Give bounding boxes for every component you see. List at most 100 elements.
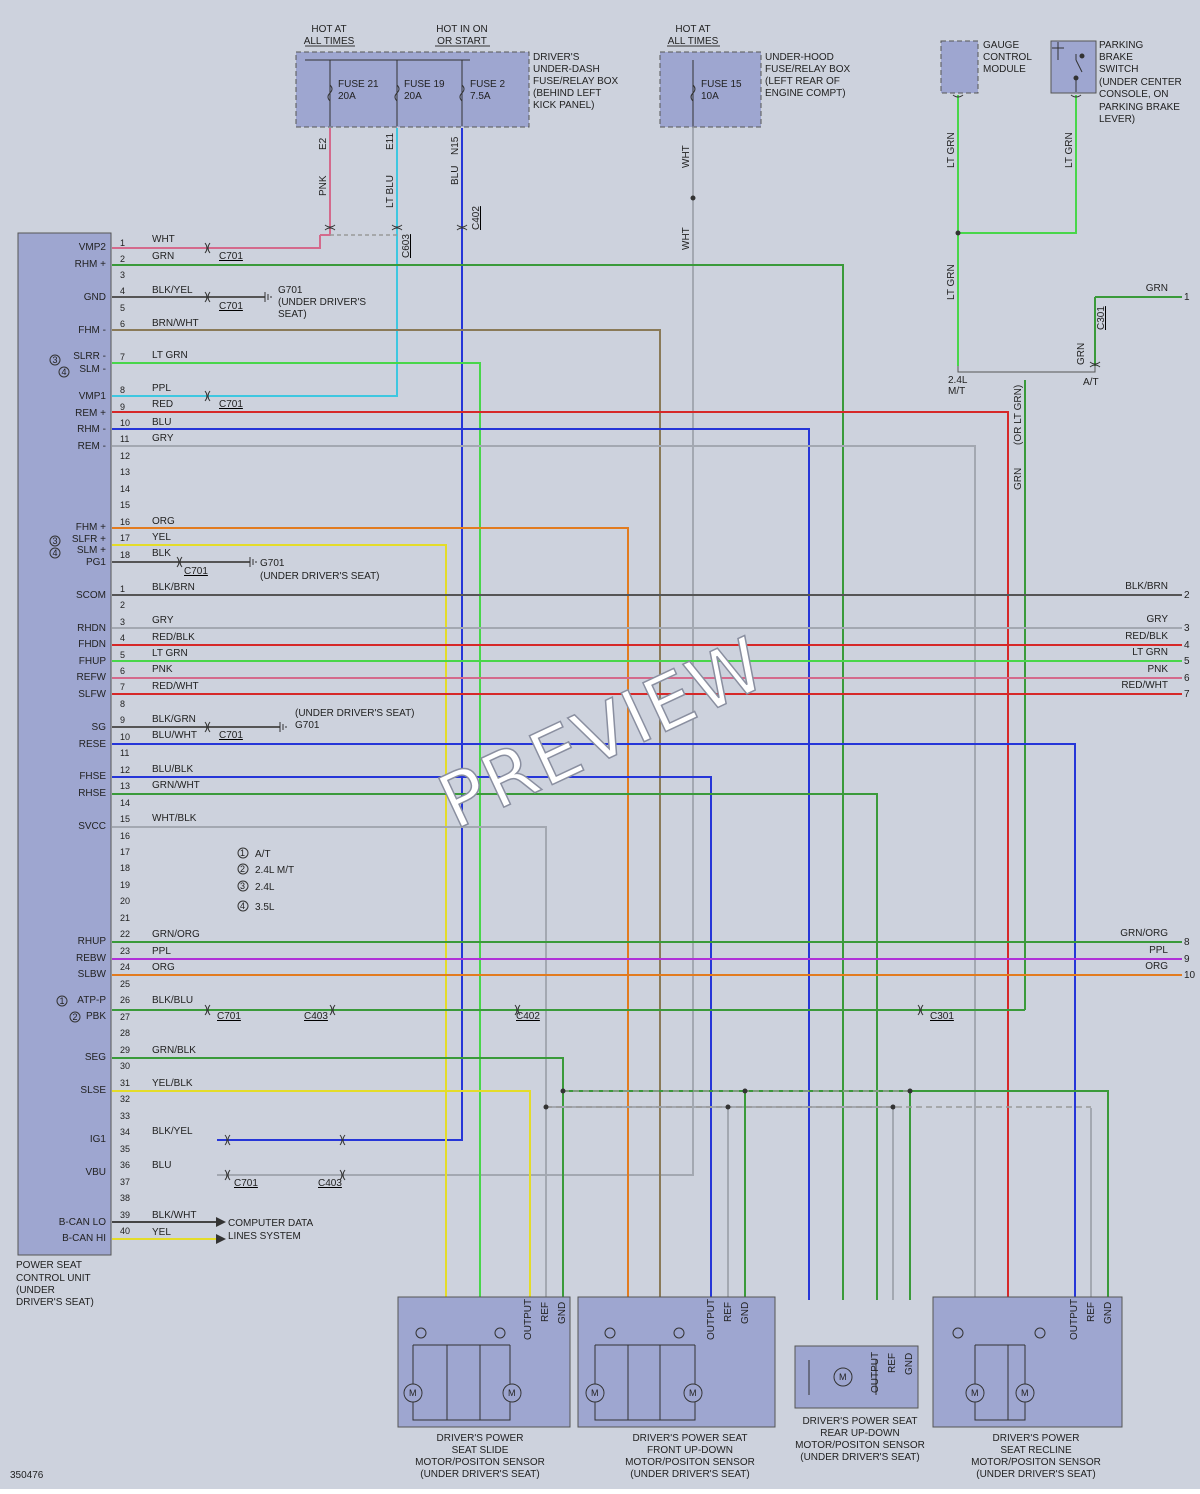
svg-text:OUTPUT: OUTPUT bbox=[523, 1299, 534, 1340]
svg-text:BRN/WHT: BRN/WHT bbox=[152, 318, 199, 329]
svg-text:RED: RED bbox=[152, 399, 173, 410]
signal-label: FHM - bbox=[78, 325, 106, 336]
pin-number: 2 bbox=[120, 254, 125, 264]
svg-text:OUTPUT: OUTPUT bbox=[870, 1352, 881, 1393]
svg-text:3: 3 bbox=[52, 355, 57, 365]
underdash-fuse-box bbox=[295, 51, 530, 128]
signal-label: VBU bbox=[85, 1167, 106, 1178]
right-wire-number: 4 bbox=[1184, 640, 1190, 651]
svg-text:UNDER-DASH: UNDER-DASH bbox=[533, 64, 600, 75]
signal-label: RESE bbox=[79, 739, 107, 750]
svg-text:LINES SYSTEM: LINES SYSTEM bbox=[228, 1231, 301, 1242]
svg-text:BLK/WHT: BLK/WHT bbox=[152, 1210, 196, 1221]
svg-text:2.4L: 2.4L bbox=[255, 882, 275, 893]
fuse-amps: 20A bbox=[338, 91, 356, 102]
pin-number: 27 bbox=[120, 1012, 130, 1022]
wire-grn-rhm bbox=[112, 264, 844, 1300]
svg-text:LT GRN: LT GRN bbox=[1064, 132, 1075, 168]
pin-number: 9 bbox=[120, 715, 125, 725]
svg-text:DRIVER'S POWER SEAT: DRIVER'S POWER SEAT bbox=[802, 1416, 917, 1427]
svg-text:C402: C402 bbox=[516, 1011, 540, 1022]
right-wire-color: PPL bbox=[1149, 945, 1168, 956]
svg-text:YEL: YEL bbox=[152, 1227, 171, 1238]
svg-text:DRIVER'S POWER: DRIVER'S POWER bbox=[993, 1433, 1080, 1444]
gauge-control-module bbox=[940, 40, 979, 94]
svg-text:CONSOLE, ON: CONSOLE, ON bbox=[1099, 89, 1168, 100]
pin-number: 3 bbox=[120, 617, 125, 627]
pin-number: 35 bbox=[120, 1144, 130, 1154]
parking-brake-symbol bbox=[1052, 42, 1085, 92]
right-wire-number: 5 bbox=[1184, 656, 1190, 667]
svg-text:4: 4 bbox=[52, 548, 57, 558]
svg-text:LEVER): LEVER) bbox=[1099, 114, 1135, 125]
svg-text:E11: E11 bbox=[385, 133, 396, 150]
pin-number: 31 bbox=[120, 1078, 130, 1088]
svg-text:4: 4 bbox=[61, 367, 66, 377]
svg-text:M: M bbox=[689, 1388, 697, 1398]
wire-lt-grn-slrr bbox=[112, 362, 481, 1300]
svg-text:DRIVER'S POWER SEAT: DRIVER'S POWER SEAT bbox=[632, 1433, 747, 1444]
svg-text:(UNDER DRIVER'S SEAT): (UNDER DRIVER'S SEAT) bbox=[295, 708, 415, 719]
connector-glyphs bbox=[176, 94, 1101, 1181]
svg-text:REF: REF bbox=[1086, 1302, 1097, 1322]
signal-label: SLM - bbox=[79, 364, 106, 375]
wire-red-rem bbox=[112, 411, 1009, 1300]
svg-text:GND: GND bbox=[1103, 1302, 1114, 1324]
pin-number: 14 bbox=[120, 484, 130, 494]
data-line-arrows bbox=[216, 1217, 226, 1244]
pin-number: 8 bbox=[120, 699, 125, 709]
wires bbox=[112, 95, 1182, 1300]
svg-text:SEAT RECLINE: SEAT RECLINE bbox=[1000, 1445, 1072, 1456]
component-front-updown: M M bbox=[577, 1296, 776, 1428]
pin-number: 15 bbox=[120, 814, 130, 824]
right-wire-color: BLK/BRN bbox=[1125, 581, 1168, 592]
hot-label: HOT AT bbox=[675, 24, 710, 35]
signal-label: B-CAN HI bbox=[62, 1233, 106, 1244]
signal-label: SLM + bbox=[77, 545, 106, 556]
svg-text:GND: GND bbox=[904, 1353, 915, 1375]
vertical-connector-labels: C603 C402 C301 bbox=[401, 206, 1107, 330]
psu-pin-numbers: 1234567891011121314151617181234567891011… bbox=[120, 238, 130, 1236]
svg-text:DRIVER'S POWER: DRIVER'S POWER bbox=[437, 1433, 524, 1444]
pin-number: 5 bbox=[120, 303, 125, 313]
sensor-pin-labels: OUTPUT REF GND OUTPUT REF GND OUTPUT REF… bbox=[523, 1299, 1114, 1393]
svg-text:(UNDER DRIVER'S SEAT): (UNDER DRIVER'S SEAT) bbox=[630, 1469, 750, 1480]
svg-text:(LEFT REAR OF: (LEFT REAR OF bbox=[765, 76, 840, 87]
right-wire-number: 10 bbox=[1184, 970, 1196, 981]
pin-number: 23 bbox=[120, 946, 130, 956]
signal-label: RHM + bbox=[75, 259, 107, 270]
psu-caption-line: (UNDER bbox=[16, 1285, 55, 1296]
wire-yel-slfr bbox=[112, 544, 447, 1300]
signal-label: SVCC bbox=[78, 821, 106, 832]
svg-text:BLK/GRN: BLK/GRN bbox=[152, 714, 196, 725]
svg-text:REF: REF bbox=[540, 1302, 551, 1322]
svg-text:GRY: GRY bbox=[152, 615, 174, 626]
pin-number: 4 bbox=[120, 633, 125, 643]
hot-label: ALL TIMES bbox=[668, 36, 719, 47]
svg-text:PNK: PNK bbox=[318, 175, 329, 196]
option-legend: 1 A/T 2 2.4L M/T 3 2.4L 4 3.5L bbox=[237, 847, 294, 913]
svg-text:SEAT SLIDE: SEAT SLIDE bbox=[452, 1445, 509, 1456]
pin-number: 13 bbox=[120, 781, 130, 791]
svg-text:M: M bbox=[591, 1388, 599, 1398]
svg-text:ORG: ORG bbox=[152, 516, 175, 527]
wire-brn-wht bbox=[112, 329, 661, 1300]
gauge-module-label: GAUGE CONTROL MODULE bbox=[983, 40, 1032, 75]
signal-label: FHSE bbox=[79, 771, 106, 782]
svg-text:GRN/BLK: GRN/BLK bbox=[152, 1045, 196, 1056]
right-wire-color: PNK bbox=[1147, 664, 1168, 675]
svg-text:(UNDER DRIVER'S SEAT): (UNDER DRIVER'S SEAT) bbox=[976, 1469, 1096, 1480]
svg-text:M: M bbox=[508, 1388, 516, 1398]
wire-pnk bbox=[112, 128, 331, 249]
wire-blu-blk bbox=[112, 776, 712, 1300]
pin-number: 29 bbox=[120, 1045, 130, 1055]
svg-text:SEAT): SEAT) bbox=[278, 309, 307, 320]
pin-number: 32 bbox=[120, 1094, 130, 1104]
signal-label: RHM - bbox=[77, 424, 106, 435]
signal-label: SEG bbox=[85, 1052, 106, 1063]
svg-text:C403: C403 bbox=[304, 1011, 328, 1022]
signal-label: SCOM bbox=[76, 590, 106, 601]
pin-number: 20 bbox=[120, 896, 130, 906]
connector-labels: C701 C701 C701 C701 C701 C701 C403 C402 … bbox=[184, 251, 954, 1189]
